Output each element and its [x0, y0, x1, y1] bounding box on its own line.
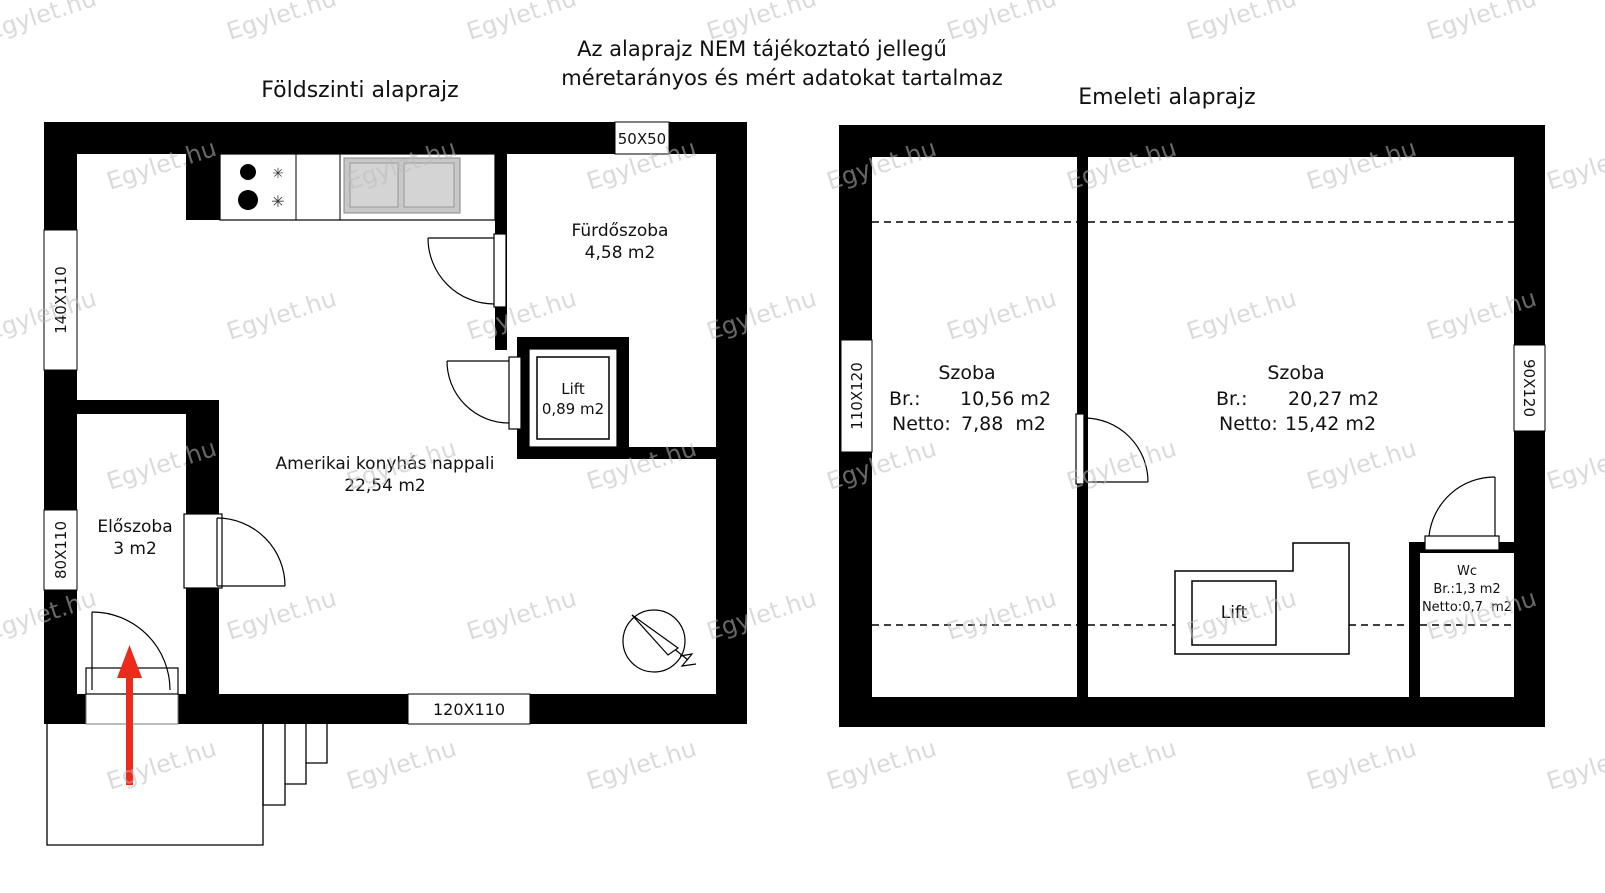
watermark-text: Egylet.hu: [943, 584, 1060, 646]
hall-door: [183, 513, 286, 589]
watermark-text: Egylet.hu: [943, 284, 1060, 346]
ground-floor-walls: [44, 122, 747, 724]
entrance-steps: [46, 724, 328, 846]
watermark-text: Egylet.hu: [343, 734, 460, 796]
watermark-text: Egylet.hu: [1303, 434, 1420, 496]
watermark-text: Egylet.hu: [1423, 0, 1540, 46]
watermark-text: Egylet.hu: [1543, 434, 1605, 496]
room-right-net-label: Netto:: [1219, 413, 1278, 435]
window-left-upper-label: 140X110: [52, 266, 70, 334]
notice-line-2: méretarányos és mért adatokat tartalmaz: [561, 66, 1002, 90]
room-right-gross: 20,27 m2: [1288, 388, 1379, 410]
watermark-text: Egylet.hu: [463, 0, 580, 46]
window-left-upper: [43, 229, 78, 371]
watermark-text: Egylet.hu: [1543, 134, 1605, 196]
watermark-text: Egylet.hu: [223, 284, 340, 346]
sink-icon: [343, 157, 461, 214]
wc-door: [1424, 476, 1500, 551]
svg-text:✳: ✳: [271, 192, 284, 211]
room-door: [1075, 413, 1149, 485]
watermark-text: Egylet.hu: [1063, 734, 1180, 796]
window-upper-right-label: 90X120: [1520, 359, 1538, 417]
window-bottom: [407, 693, 531, 725]
watermark-text: Egylet.hu: [1183, 284, 1300, 346]
bathroom-area: 4,58 m2: [585, 243, 656, 263]
ground-lift-box: [528, 348, 618, 448]
upper-lift-name: Lift: [1221, 603, 1248, 623]
bathroom-name: Fürdőszoba: [572, 221, 669, 241]
hall-name: Előszoba: [97, 517, 172, 537]
watermark-text: Egylet.hu: [1303, 734, 1420, 796]
watermark-text: Egylet.hu: [223, 584, 340, 646]
room-right-net: 15,42 m2: [1285, 413, 1376, 435]
watermark-text: Egylet.hu: [583, 734, 700, 796]
watermark-text: Egylet.hu: [823, 734, 940, 796]
room-left-net: 7,88 m2: [961, 413, 1046, 435]
window-left-lower-label: 80X110: [52, 521, 70, 579]
watermark-text: Egylet.hu: [1183, 0, 1300, 46]
room-left-net-label: Netto:: [892, 413, 951, 435]
watermark-text: Egylet.hu: [103, 734, 220, 796]
window-upper-right: [1513, 344, 1546, 432]
lift-name: Lift: [561, 380, 585, 398]
hall-area: 3 m2: [113, 539, 157, 559]
room-left-name: Szoba: [938, 362, 995, 384]
window-left-lower: [43, 509, 78, 591]
notice-line-1: Az alaprajz NEM tájékoztató jellegű: [577, 37, 947, 61]
svg-text:✳: ✳: [272, 166, 284, 182]
living-room-area: 22,54 m2: [344, 476, 425, 496]
room-left-gross: 10,56 m2: [960, 388, 1051, 410]
watermark-text: Egylet.hu: [0, 0, 100, 46]
watermark-text: Egylet.hu: [223, 0, 340, 46]
wc-name: Wc: [1457, 564, 1477, 579]
room-right-name: Szoba: [1267, 362, 1324, 384]
living-room-name: Amerikai konyhás nappali: [275, 454, 494, 474]
wc-gross: Br.:1,3 m2: [1433, 582, 1500, 597]
lift-door: [446, 356, 522, 430]
upper-floor-plan: 110X120 90X120 Sz: [839, 125, 1546, 727]
window-top-label: 50X50: [618, 130, 666, 148]
ground-floor-plan: 50X50 140X110 80X110 120X110 ✳ ✳: [43, 121, 747, 846]
compass-icon: [622, 609, 697, 673]
lift-area: 0,89 m2: [542, 400, 604, 418]
window-upper-left-label: 110X120: [848, 362, 866, 430]
stove-icon: ✳ ✳: [238, 164, 285, 211]
window-top: [614, 121, 670, 155]
window-upper-left: [840, 339, 873, 453]
entrance-arrow-icon: [117, 645, 142, 785]
upper-lift-box: [1174, 542, 1350, 655]
roof-slope-lines: [872, 221, 1514, 626]
watermark-text: Egylet.hu: [463, 284, 580, 346]
room-left-gross-label: Br.:: [889, 388, 921, 410]
watermark-text: Egylet.hu: [463, 584, 580, 646]
wc-net: Netto:0,7 m2: [1422, 600, 1512, 615]
watermark-text: Egylet.hu: [1543, 734, 1605, 796]
watermark-text: Egylet.hu: [943, 0, 1060, 46]
ground-floor-title: Földszinti alaprajz: [261, 78, 458, 103]
room-right-gross-label: Br.:: [1216, 388, 1248, 410]
bathroom-door: [427, 233, 507, 308]
window-bottom-label: 120X110: [433, 700, 505, 719]
upper-floor-title: Emeleti alaprajz: [1078, 85, 1255, 110]
